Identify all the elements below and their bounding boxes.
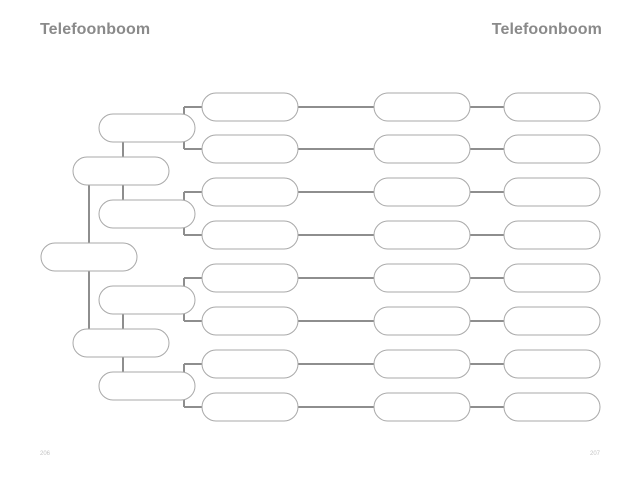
tree-box-level5	[503, 177, 601, 207]
page-number-left: 206	[40, 451, 51, 457]
tree-box-level3	[201, 177, 299, 207]
tree-boxes	[40, 92, 601, 422]
tree-box-level4	[373, 134, 471, 164]
tree-box-level3	[201, 220, 299, 250]
tree-box-root	[40, 242, 138, 272]
tree-box-level4	[373, 263, 471, 293]
tree-box-level2	[98, 199, 196, 229]
tree-box-level3	[201, 92, 299, 122]
tree-box-level1	[72, 156, 170, 186]
tree-box-level5	[503, 92, 601, 122]
tree-box-level2	[98, 371, 196, 401]
tree-box-level2	[98, 113, 196, 143]
tree-box-level5	[503, 349, 601, 379]
tree-box-level3	[201, 134, 299, 164]
page-title-left: Telefoonboom	[40, 21, 151, 38]
tree-box-level3	[201, 306, 299, 336]
tree-box-level2	[98, 285, 196, 315]
tree-box-level5	[503, 392, 601, 422]
tree-box-level4	[373, 92, 471, 122]
tree-box-level1	[72, 328, 170, 358]
tree-box-level4	[373, 177, 471, 207]
page-title-right: Telefoonboom	[491, 21, 602, 38]
tree-box-level5	[503, 220, 601, 250]
tree-box-level5	[503, 306, 601, 336]
tree-box-level4	[373, 392, 471, 422]
tree-box-level3	[201, 349, 299, 379]
tree-box-level5	[503, 134, 601, 164]
tree-box-level4	[373, 306, 471, 336]
tree-box-level4	[373, 220, 471, 250]
tree-box-level3	[201, 263, 299, 293]
tree-box-level4	[373, 349, 471, 379]
tree-box-level3	[201, 392, 299, 422]
tree-box-level5	[503, 263, 601, 293]
page-number-right: 207	[589, 451, 600, 457]
